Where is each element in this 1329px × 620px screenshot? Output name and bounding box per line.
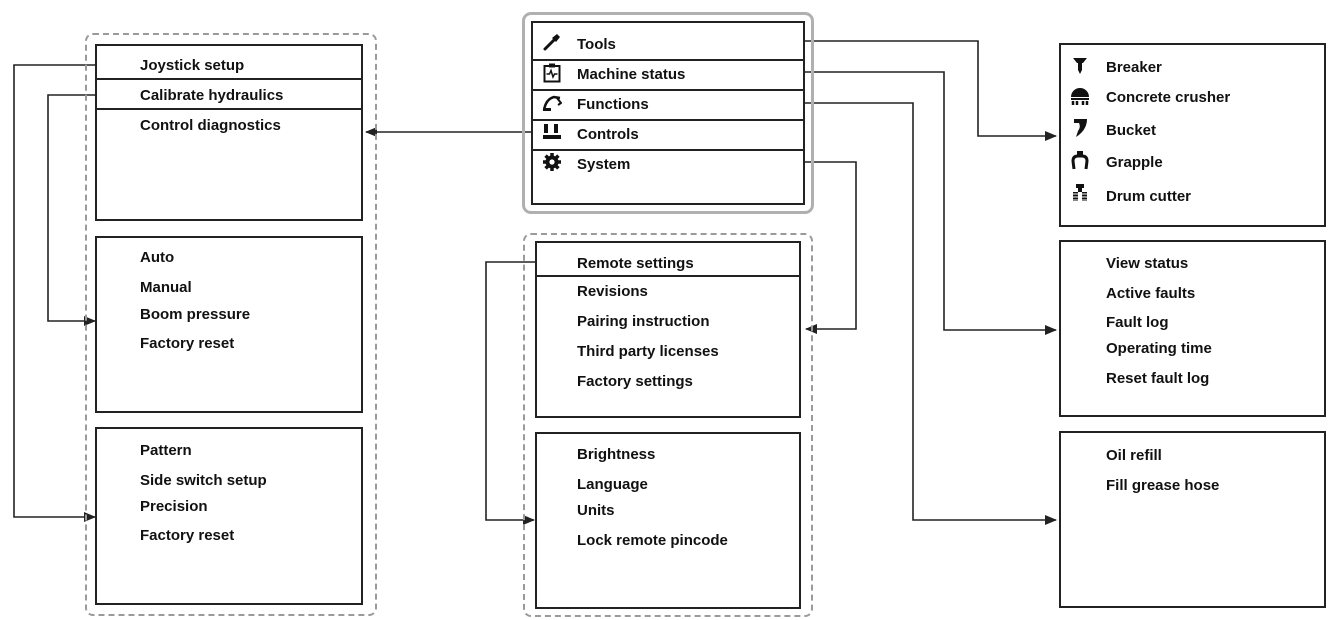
menu-item-pairing-instruction[interactable]: Pairing instruction	[577, 313, 710, 330]
arrow-status-to-status-menu	[796, 71, 1057, 335]
menu-item-fault-log[interactable]: Fault log	[1106, 314, 1169, 331]
functions-menu: Oil refill Fill grease hose	[1059, 431, 1326, 608]
system-group	[523, 233, 813, 617]
tools-menu: Breaker Concrete crusher Bucket Grapple …	[1059, 43, 1326, 227]
menu-item-brightness[interactable]: Brightness	[577, 446, 656, 463]
bucket-icon	[1074, 119, 1087, 137]
menu-item-joystick-setup[interactable]: Joystick setup	[140, 57, 245, 74]
arrow-calibrate-to-calibrate-menu	[47, 94, 108, 326]
menu-item-factory-reset[interactable]: Factory reset	[140, 527, 235, 544]
system-menu: Remote settings Revisions Pairing instru…	[535, 241, 801, 418]
menu-item-breaker[interactable]: Breaker	[1106, 59, 1162, 76]
menu-item-factory-settings[interactable]: Factory settings	[577, 373, 693, 390]
menu-item-oil-refill[interactable]: Oil refill	[1106, 447, 1162, 464]
menu-item-system[interactable]: System	[577, 156, 631, 173]
controls-group	[85, 33, 377, 616]
main-menu: Tools Machine status Functions Controls …	[531, 21, 805, 205]
menu-item-controls[interactable]: Controls	[577, 126, 639, 143]
menu-item-view-status[interactable]: View status	[1106, 255, 1189, 272]
menu-item-revisions[interactable]: Revisions	[577, 283, 648, 300]
gear-icon	[543, 153, 561, 171]
menu-item-reset-fault-log[interactable]: Reset fault log	[1106, 370, 1210, 387]
menu-item-side-switch-setup[interactable]: Side switch setup	[140, 472, 267, 489]
menu-item-third-party-licenses[interactable]: Third party licenses	[577, 343, 719, 360]
status-monitor-icon	[543, 63, 561, 83]
menu-item-manual[interactable]: Manual	[140, 279, 192, 296]
menu-item-tools[interactable]: Tools	[577, 36, 616, 53]
hydraulic-arm-icon	[542, 95, 562, 111]
concrete-crusher-icon	[1071, 88, 1089, 105]
menu-item-active-faults[interactable]: Active faults	[1106, 285, 1196, 302]
menu-item-drum-cutter[interactable]: Drum cutter	[1106, 188, 1192, 205]
menu-item-grapple[interactable]: Grapple	[1106, 154, 1163, 171]
arrow-remote-to-remote-menu	[485, 261, 540, 525]
remote-settings-menu: Brightness Language Units Lock remote pi…	[535, 432, 801, 609]
menu-item-calibrate-hydraulics[interactable]: Calibrate hydraulics	[140, 87, 284, 104]
menu-item-factory-reset[interactable]: Factory reset	[140, 335, 235, 352]
menu-item-remote-settings[interactable]: Remote settings	[577, 255, 694, 272]
arrow-tools-to-tools-menu	[796, 40, 1057, 141]
menu-item-precision[interactable]: Precision	[140, 498, 208, 515]
menu-item-auto[interactable]: Auto	[140, 249, 175, 266]
menu-item-functions[interactable]: Functions	[577, 96, 649, 113]
machine-status-menu: View status Active faults Fault log Oper…	[1059, 240, 1326, 417]
drum-cutter-icon	[1072, 184, 1088, 201]
calibrate-hydraulics-menu: Auto Manual Boom pressure Factory reset	[95, 236, 363, 413]
menu-item-bucket[interactable]: Bucket	[1106, 122, 1157, 139]
breaker-icon	[1073, 58, 1087, 74]
menu-item-lock-remote-pincode[interactable]: Lock remote pincode	[577, 532, 728, 549]
arrow-functions-to-functions-menu	[796, 102, 1057, 525]
menu-item-concrete-crusher[interactable]: Concrete crusher	[1106, 89, 1231, 106]
grapple-icon	[1071, 151, 1089, 170]
arrow-joystick-to-joystick-menu	[13, 64, 108, 522]
menu-item-operating-time[interactable]: Operating time	[1106, 340, 1212, 357]
menu-item-machine-status[interactable]: Machine status	[577, 66, 686, 83]
menu-item-boom-pressure[interactable]: Boom pressure	[140, 306, 251, 323]
joystick-icon	[543, 124, 561, 139]
menu-item-pattern[interactable]: Pattern	[140, 442, 192, 459]
main-menu-frame	[522, 12, 814, 214]
joystick-setup-menu: Pattern Side switch setup Precision Fact…	[95, 427, 363, 605]
arrow-system-to-system-menu	[796, 161, 857, 334]
menu-item-fill-grease-hose[interactable]: Fill grease hose	[1106, 477, 1220, 494]
menu-item-control-diagnostics[interactable]: Control diagnostics	[140, 117, 281, 134]
menu-item-units[interactable]: Units	[577, 502, 615, 519]
controls-menu: Joystick setup Calibrate hydraulics Cont…	[95, 44, 363, 221]
hammer-icon	[543, 34, 560, 51]
menu-item-language[interactable]: Language	[577, 476, 648, 493]
